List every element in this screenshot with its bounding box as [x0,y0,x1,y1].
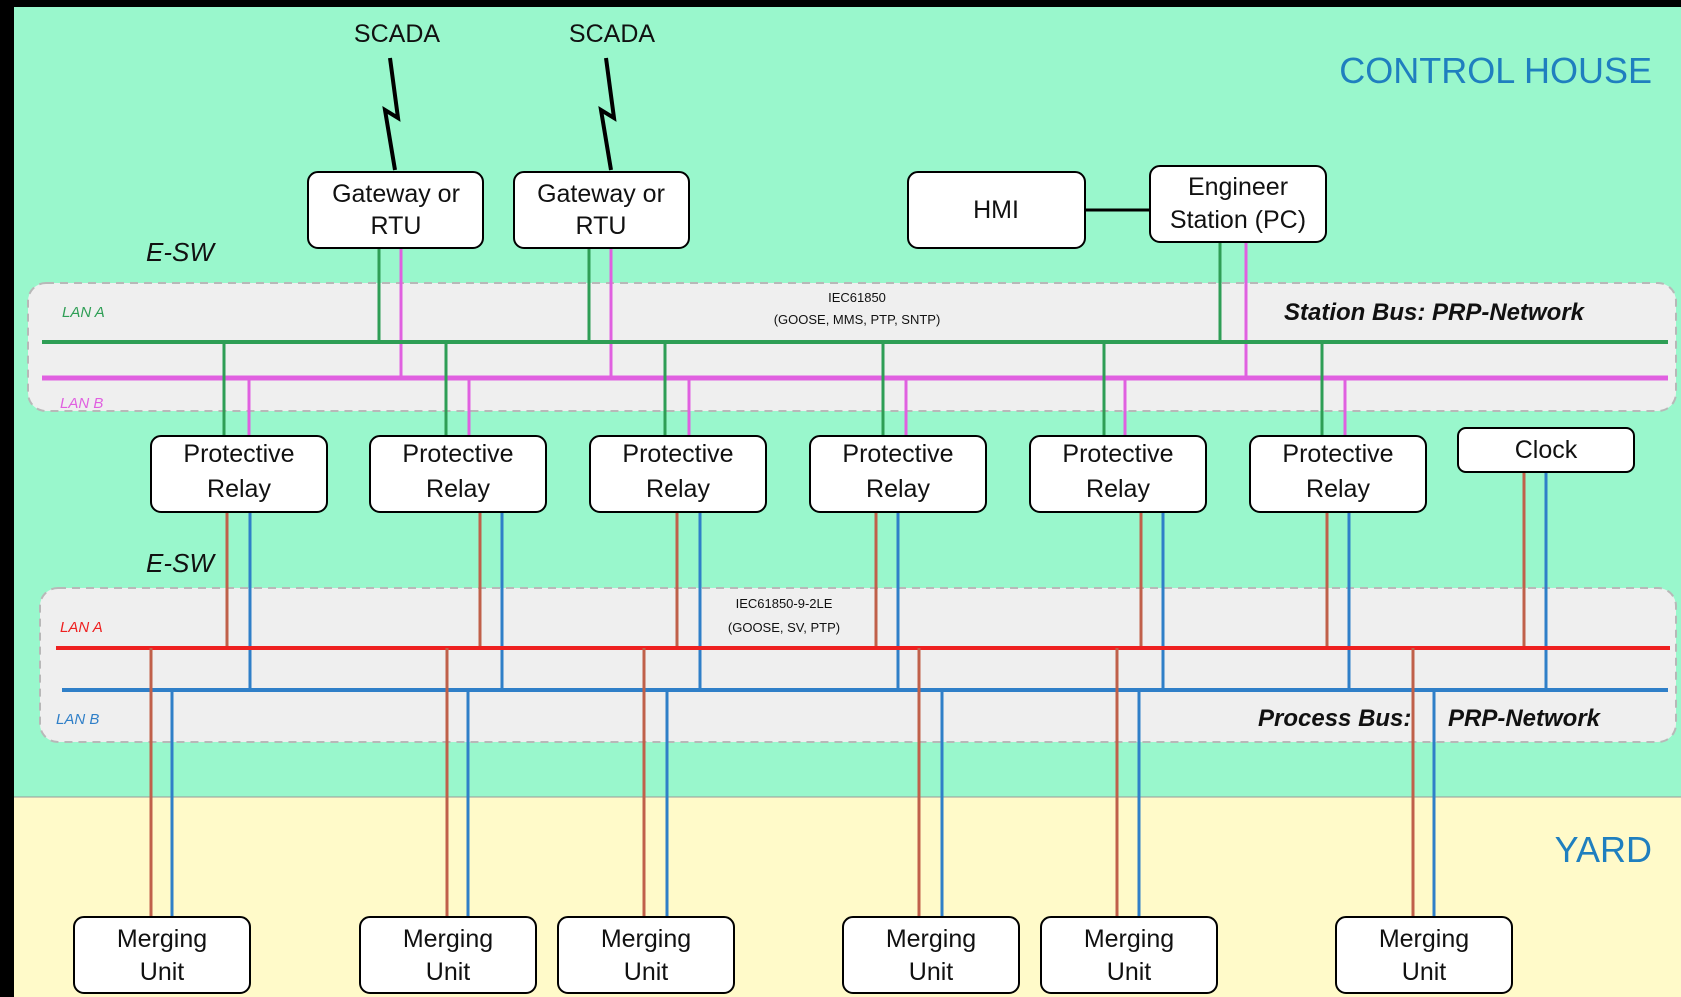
scada-link-icon-1 [382,57,401,171]
svg-text:Merging: Merging [1084,925,1174,953]
svg-text:Merging: Merging [1379,925,1469,953]
engineer-station-box: Engineer Station (PC) [1149,165,1327,243]
merging-unit-4: Merging Unit [842,916,1020,994]
protective-relay-6: Protective Relay [1249,435,1427,513]
process-bus-protocol-detail: (GOOSE, SV, PTP) [728,620,840,635]
control-house-label: CONTROL HOUSE [1339,50,1652,91]
left-frame [0,0,14,997]
merging-unit-3: Merging Unit [557,916,735,994]
station-bus-name: Station Bus: PRP-Network [1284,299,1586,326]
svg-text:Unit: Unit [624,958,669,986]
protective-relay-1: Protective Relay [150,435,328,513]
merging-unit-1: Merging Unit [73,916,251,994]
gateway-box-2: Gateway or RTU [513,171,690,249]
svg-text:Unit: Unit [426,958,471,986]
svg-text:Relay: Relay [1086,475,1150,503]
svg-text:Relay: Relay [866,475,930,503]
process-bus-name-part1: Process Bus: [1258,705,1411,732]
process-bus-name-part2: PRP-Network [1448,705,1602,732]
merging-unit-2: Merging Unit [359,916,537,994]
svg-text:Unit: Unit [909,958,954,986]
protective-relay-2: Protective Relay [369,435,547,513]
station-bus-relay-drops [222,342,1347,436]
hmi-box: HMI [907,171,1086,249]
station-bus-lan-a-label: LAN A [62,304,105,321]
station-bus-lan-b-label: LAN B [60,395,103,412]
esw-label-process: E-SW [146,548,216,578]
svg-text:Relay: Relay [646,475,710,503]
svg-text:Relay: Relay [207,475,271,503]
process-bus-relay-drops [225,470,1548,690]
top-frame [0,0,1681,7]
svg-text:Engineer: Engineer [1188,173,1288,201]
process-bus-lan-a-label: LAN A [60,619,103,636]
svg-text:Merging: Merging [601,925,691,953]
svg-text:Protective: Protective [1062,440,1173,468]
svg-text:Station (PC): Station (PC) [1170,206,1306,234]
svg-text:Protective: Protective [402,440,513,468]
gateway-box-1: Gateway or RTU [307,171,484,249]
svg-text:Merging: Merging [117,925,207,953]
svg-text:Protective: Protective [842,440,953,468]
svg-text:Gateway or: Gateway or [537,180,665,208]
svg-text:Protective: Protective [183,440,294,468]
protective-relay-5: Protective Relay [1029,435,1207,513]
svg-text:Relay: Relay [1306,475,1370,503]
protective-relay-3: Protective Relay [589,435,767,513]
svg-text:Protective: Protective [622,440,733,468]
svg-text:HMI: HMI [973,196,1019,224]
svg-text:Merging: Merging [403,925,493,953]
protective-relay-4: Protective Relay [809,435,987,513]
svg-text:Unit: Unit [140,958,185,986]
process-bus-lan-b-label: LAN B [56,711,99,728]
svg-text:Unit: Unit [1107,958,1152,986]
svg-text:Merging: Merging [886,925,976,953]
scada-link-icon-2 [598,57,617,171]
yard-label: YARD [1555,829,1652,870]
clock-box: Clock [1457,427,1635,473]
merging-unit-5: Merging Unit [1040,916,1218,994]
svg-text:Unit: Unit [1402,958,1447,986]
svg-text:Relay: Relay [426,475,490,503]
svg-text:RTU: RTU [576,212,627,240]
svg-text:Gateway or: Gateway or [332,180,460,208]
svg-text:Clock: Clock [1515,436,1578,464]
scada-label-2: SCADA [569,20,655,48]
merging-unit-6: Merging Unit [1335,916,1513,994]
merging-unit-drops [149,648,1436,917]
svg-text:RTU: RTU [371,212,422,240]
esw-label-station: E-SW [146,237,216,267]
station-bus-protocol-detail: (GOOSE, MMS, PTP, SNTP) [774,312,941,327]
scada-label-1: SCADA [354,20,440,48]
process-bus-panel [39,587,1677,743]
station-bus-protocol: IEC61850 [828,290,886,305]
svg-text:Protective: Protective [1282,440,1393,468]
process-bus-protocol: IEC61850-9-2LE [736,596,833,611]
